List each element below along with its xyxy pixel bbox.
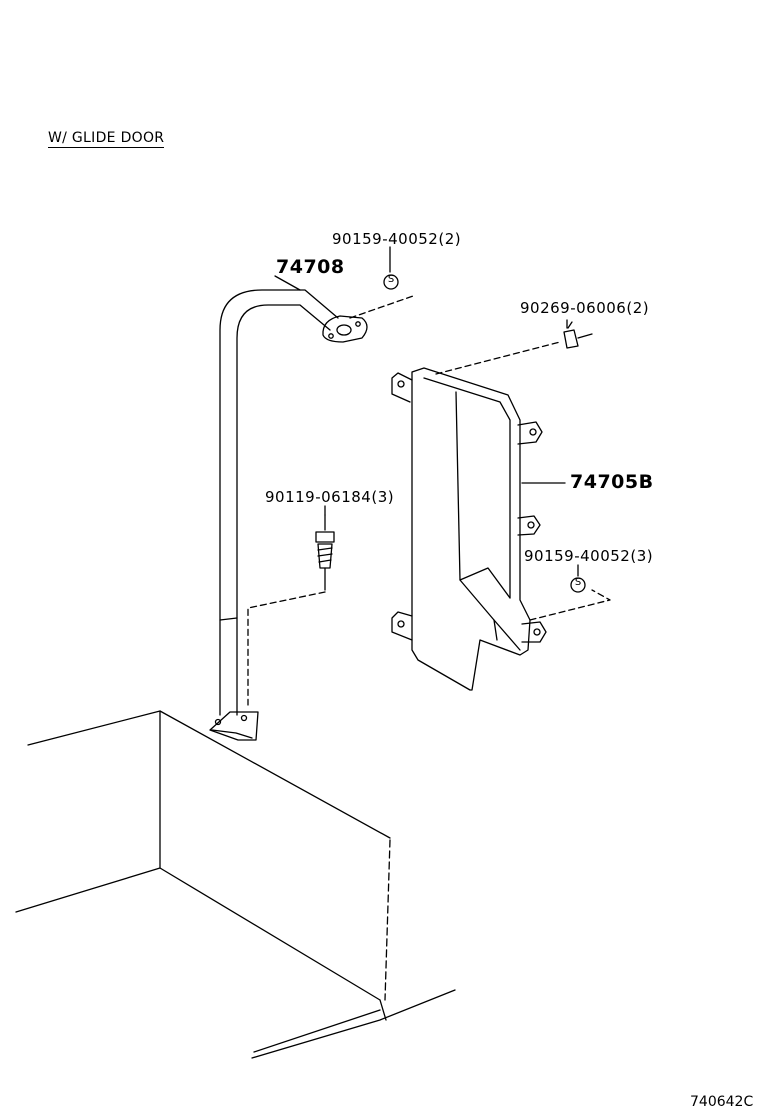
part-label-90269-06006-2: 90269-06006(2) bbox=[520, 299, 650, 317]
figure-code: 740642C bbox=[690, 1094, 754, 1110]
symbol-s-label: S bbox=[574, 577, 582, 588]
part-label-74705b: 74705B bbox=[570, 471, 654, 493]
screw-90269-06006 bbox=[564, 322, 592, 348]
bolt-90119-06184 bbox=[316, 515, 334, 590]
part-label-90159-40052-3: 90159-40052(3) bbox=[524, 547, 654, 565]
pipe-74708 bbox=[210, 290, 367, 740]
symbol-s-label: S bbox=[387, 274, 395, 285]
cover-74705b bbox=[392, 368, 546, 690]
condition-label: W/ GLIDE DOOR bbox=[48, 130, 165, 148]
body-panel bbox=[16, 711, 455, 1058]
assembly-dashed-lines bbox=[248, 295, 610, 705]
leader-lines bbox=[275, 247, 578, 576]
part-label-74708: 74708 bbox=[276, 256, 345, 278]
part-label-90159-40052-2: 90159-40052(2) bbox=[332, 230, 462, 248]
symbol-s-circles bbox=[384, 275, 585, 592]
part-label-90119-06184-3: 90119-06184(3) bbox=[265, 488, 395, 506]
